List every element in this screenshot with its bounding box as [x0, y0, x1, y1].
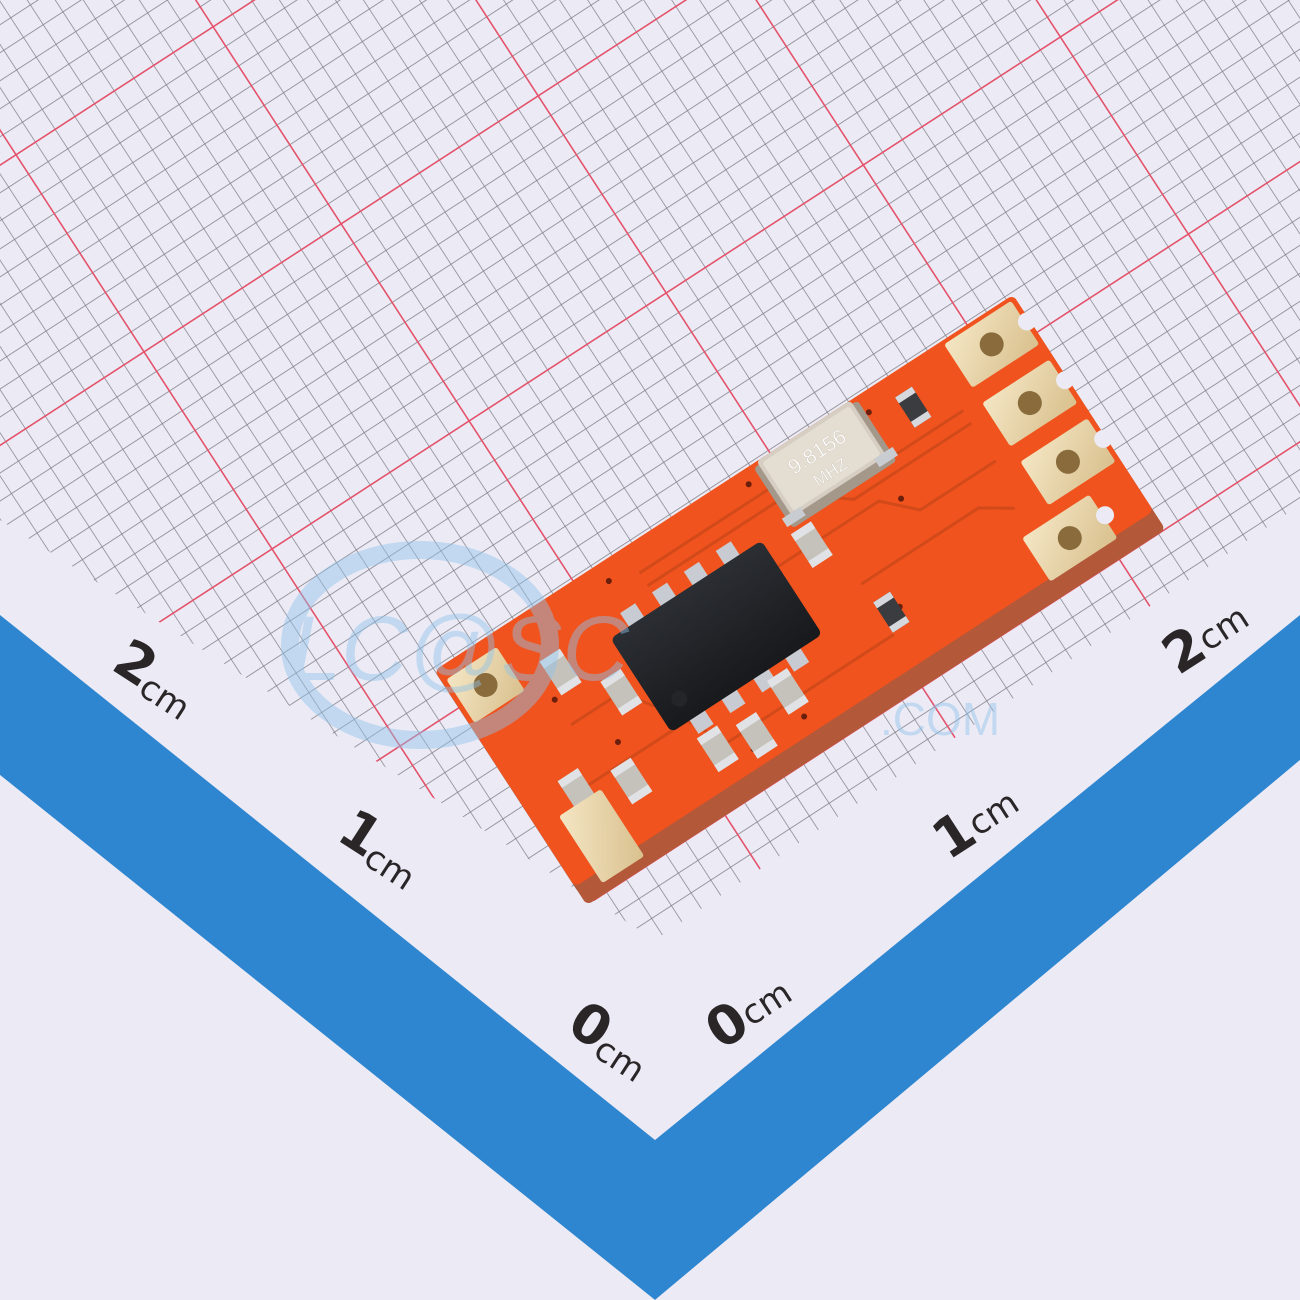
pad-3 — [1021, 419, 1115, 505]
crystal-oscillator: 9.8156 MHZ — [755, 401, 898, 528]
pad-4 — [1023, 495, 1117, 581]
ic-chip — [612, 541, 821, 734]
watermark: LC@SC .COM — [281, 541, 1000, 749]
pad-2 — [983, 360, 1077, 446]
ruler-band-lower-fill — [0, 775, 655, 1300]
ruler-band-lower-fill-right — [655, 760, 1300, 1300]
pad-1 — [945, 301, 1039, 387]
pcb-module: 9.8156 MHZ — [436, 296, 1164, 904]
antenna-pad — [560, 790, 644, 883]
left-pads — [447, 647, 644, 883]
right-pads — [945, 301, 1117, 581]
ruler-band — [0, 615, 1300, 1300]
smd-components — [539, 386, 932, 815]
pin1-marker — [671, 690, 688, 707]
pcb-board — [436, 296, 1152, 885]
watermark-main: LC@SC — [290, 598, 629, 700]
pad-left-hole — [447, 647, 524, 722]
watermark-sub: .COM — [880, 693, 1000, 745]
